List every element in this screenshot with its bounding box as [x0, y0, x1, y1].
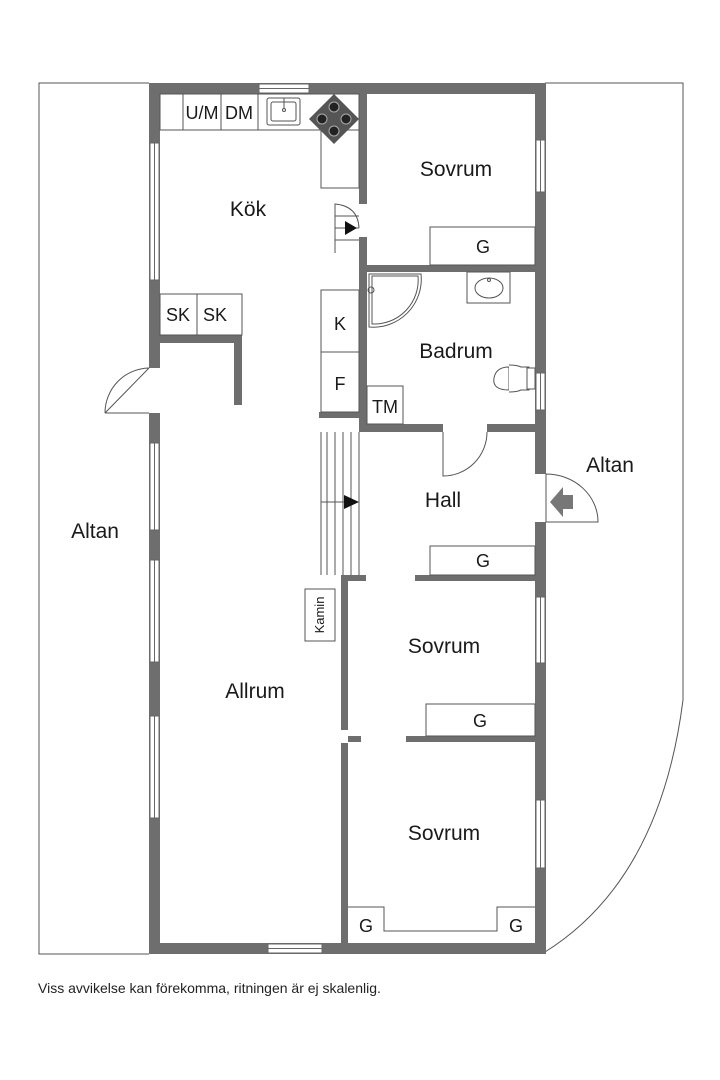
room-label-sovrum-bottom: Sovrum — [408, 822, 480, 845]
fixture-label-sk2: SK — [203, 305, 227, 325]
altan-label-right: Altan — [586, 454, 634, 477]
windows — [149, 83, 546, 954]
fixture-label-dm: DM — [225, 103, 253, 123]
fixture-label-kamin: Kamin — [312, 597, 327, 634]
room-label-allrum: Allrum — [225, 680, 285, 703]
room-label-sovrum-mid: Sovrum — [408, 635, 480, 658]
entrance-arrow-icon — [550, 487, 573, 517]
fixture-label-k: K — [334, 314, 346, 334]
stove-icon — [309, 94, 359, 144]
disclaimer-text: Viss avvikelse kan förekomma, ritningen … — [38, 980, 381, 996]
wardrobes — [348, 226, 536, 932]
wardrobe-label-sovrum-bottom-right: G — [509, 916, 523, 936]
room-label-sovrum-top: Sovrum — [420, 158, 492, 181]
altan-label-left: Altan — [71, 520, 119, 543]
kitchen-sink-icon — [266, 97, 301, 126]
main-stair-arrow-icon — [344, 495, 359, 509]
tm-box — [366, 385, 404, 425]
kitchen-counter — [159, 93, 360, 413]
door-openings — [149, 368, 546, 522]
kamin-box — [304, 588, 336, 642]
fixture-label-tm: TM — [372, 397, 398, 417]
wardrobe-label-sovrum-bottom-left: G — [359, 916, 373, 936]
fixture-label-um: U/M — [186, 103, 219, 123]
interior-walls — [160, 94, 535, 943]
fixture-label-f: F — [335, 374, 346, 394]
wardrobe-label-sovrum-mid: G — [473, 711, 487, 731]
toilet-icon — [493, 364, 536, 393]
kitchen-stair-arrow-icon — [345, 221, 357, 235]
room-label-badrum: Badrum — [419, 340, 493, 363]
wardrobe-label-sovrum-top: G — [476, 237, 490, 257]
altan-outline — [38, 82, 684, 955]
room-label-kok: Kök — [230, 198, 267, 221]
shower-icon — [367, 273, 422, 328]
door-swings — [104, 367, 599, 523]
room-label-hall: Hall — [425, 489, 461, 512]
washbasin-icon — [466, 271, 511, 304]
wardrobe-label-hall: G — [476, 551, 490, 571]
fixture-label-sk1: SK — [166, 305, 190, 325]
